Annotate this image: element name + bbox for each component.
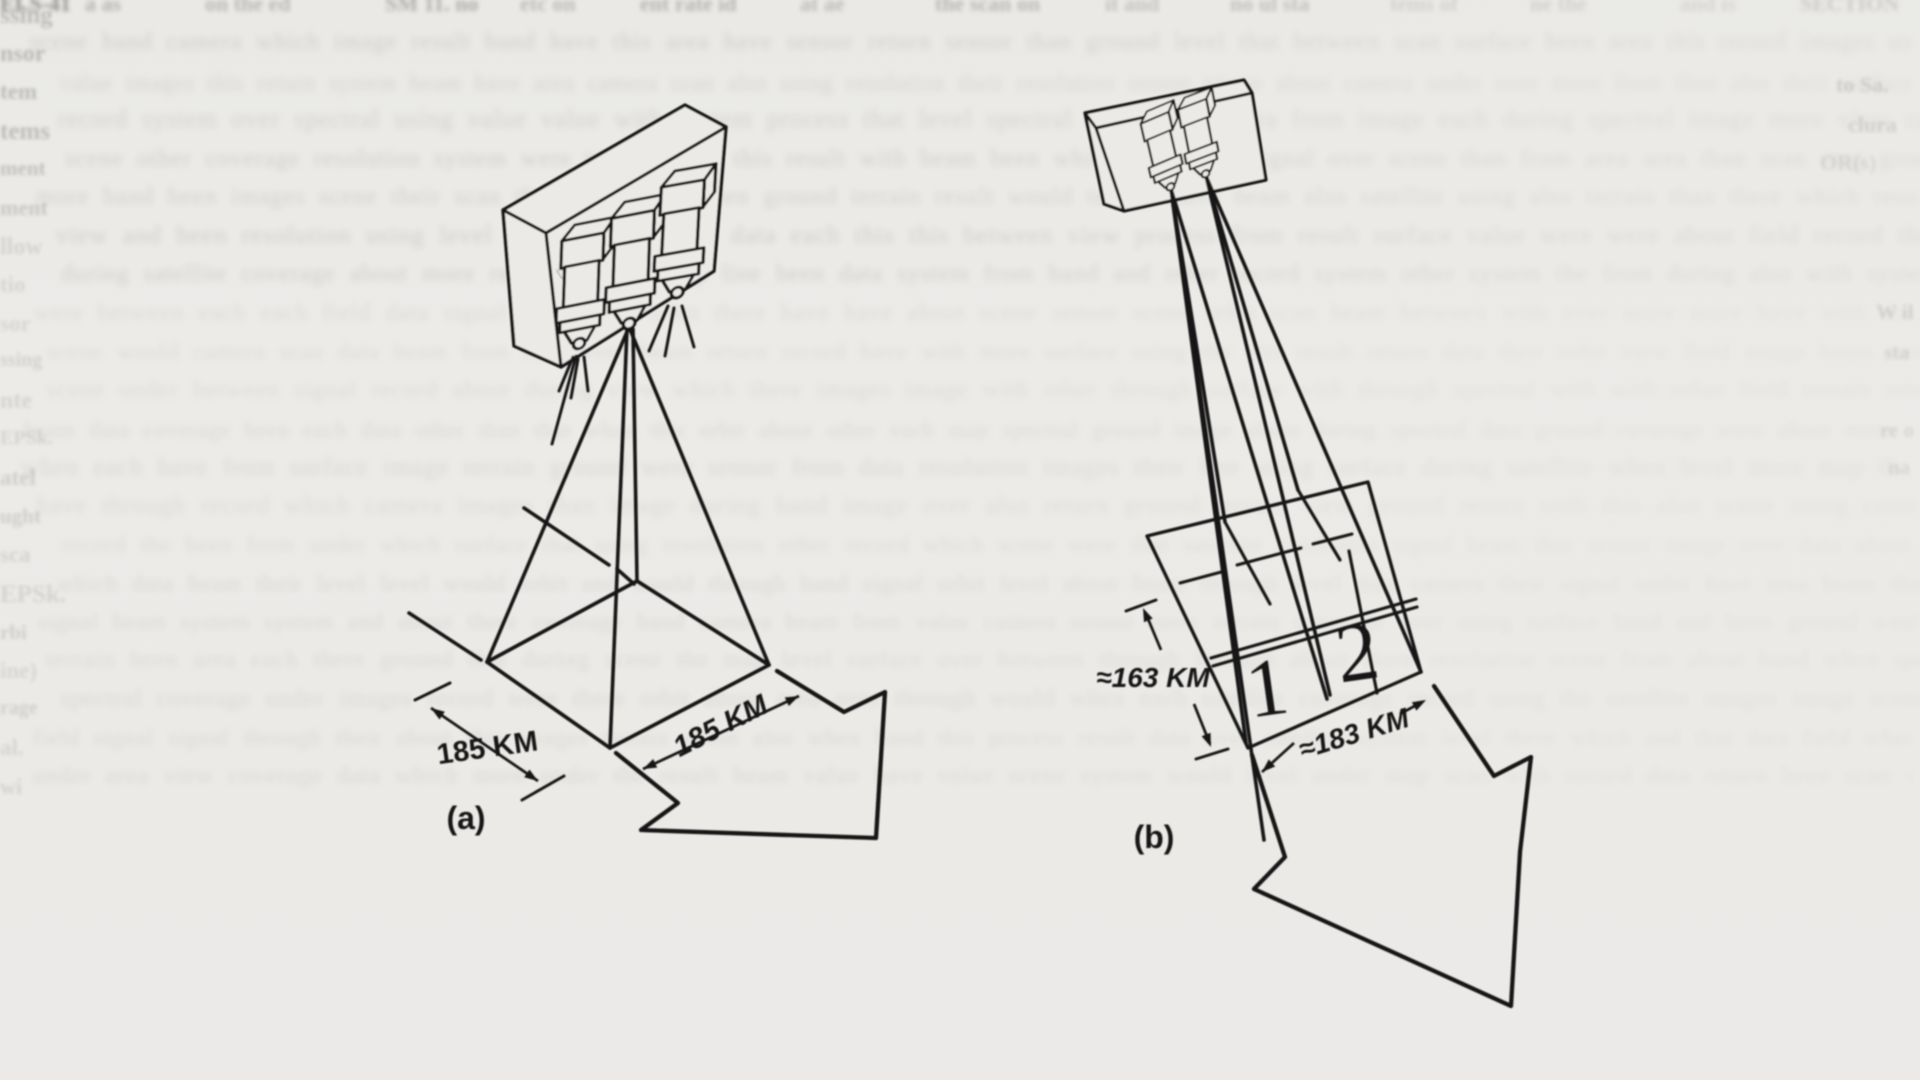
svg-text:≈183 KM: ≈183 KM	[1295, 702, 1413, 765]
svg-text:(a): (a)	[446, 800, 485, 836]
svg-text:185 KM: 185 KM	[435, 725, 540, 771]
svg-text:≈163 KM: ≈163 KM	[1096, 662, 1210, 693]
svg-text:185 KM: 185 KM	[668, 689, 774, 764]
svg-text:(b): (b)	[1134, 819, 1175, 855]
